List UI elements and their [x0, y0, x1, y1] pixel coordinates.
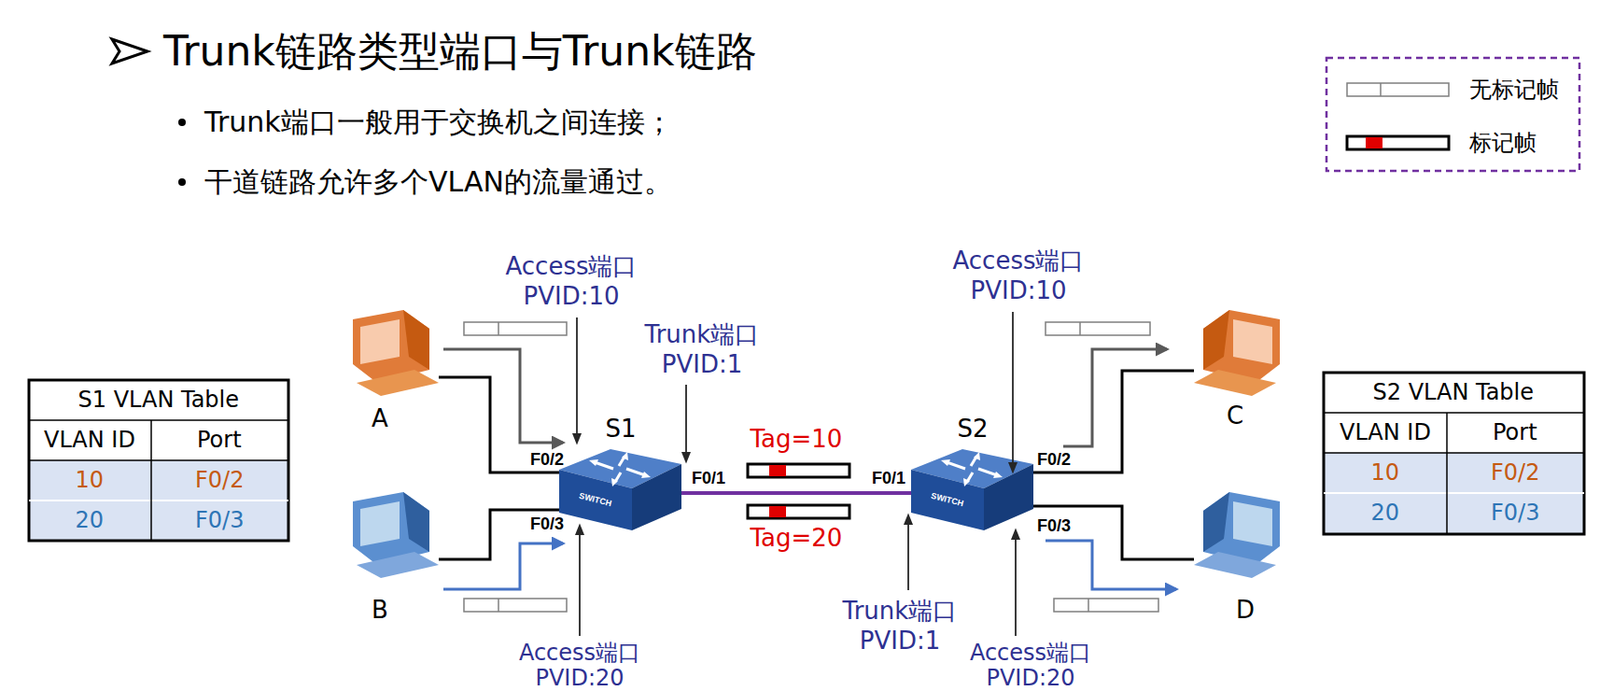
node-label: C	[1226, 401, 1244, 430]
leader-line	[576, 311, 1016, 636]
bullet-dot	[178, 118, 186, 127]
port-name: F0/1	[871, 468, 906, 489]
switch-node: S2	[911, 410, 1034, 533]
legend-text: 无标记帧	[1469, 74, 1559, 105]
table-cell: 20	[1371, 499, 1401, 526]
pc-node: B	[336, 490, 439, 626]
network-link	[1033, 505, 1194, 560]
table-cell: F0/2	[1490, 459, 1540, 486]
node-label: S2	[957, 414, 989, 443]
table-cell: 10	[1371, 459, 1401, 486]
pc-node: D	[1193, 490, 1297, 623]
tag-label: Tag=10	[750, 424, 843, 453]
switch-icon	[911, 449, 1034, 531]
pc-icon	[352, 309, 439, 396]
table-cell: 10	[75, 466, 105, 493]
port-callout: Access端口 PVID:10	[491, 251, 651, 311]
port-callout: Access端口 PVID:10	[939, 245, 1098, 306]
port-name: F0/1	[691, 468, 726, 489]
table-cell: Port	[196, 426, 242, 453]
pc-node: C	[1193, 308, 1297, 430]
port-name: F0/3	[1037, 516, 1071, 536]
legend-text: 标记帧	[1469, 127, 1537, 158]
table-cell: S2 VLAN Table	[1373, 378, 1535, 406]
legend-box	[1326, 57, 1580, 171]
table-cell: VLAN ID	[1339, 419, 1432, 446]
frame-sample	[463, 322, 1159, 612]
port-callout: Access端口 PVID:20	[951, 640, 1110, 691]
bullet-dot	[178, 178, 186, 186]
port-name: F0/2	[530, 449, 564, 470]
flow-arrow	[443, 349, 1177, 590]
pc-node: A	[336, 308, 439, 435]
port-name: F0/2	[1037, 449, 1071, 470]
table-cell: VLAN ID	[43, 426, 136, 453]
bullet-text: 干道链路允许多个VLAN的流量通过。	[204, 163, 673, 202]
pc-icon	[1193, 309, 1280, 396]
switch-node: S1	[559, 410, 682, 533]
table-cell: F0/3	[1490, 499, 1540, 526]
node-label: S1	[605, 414, 637, 443]
node-label: D	[1235, 595, 1255, 624]
table-cell: 20	[75, 506, 105, 534]
tag-label: Tag=20	[750, 523, 843, 552]
network-link	[681, 491, 912, 495]
table-cell: F0/2	[195, 466, 244, 493]
node-label: A	[371, 404, 389, 433]
table-cell: Port	[1492, 419, 1538, 446]
port-callout: Trunk端口 PVID:1	[820, 595, 980, 656]
network-link	[1033, 370, 1194, 473]
pc-icon	[1193, 491, 1280, 578]
vlan-table	[28, 372, 1585, 541]
pc-icon	[352, 491, 439, 578]
bullet-text: Trunk端口一般用于交换机之间连接；	[204, 103, 674, 142]
table-cell: F0/3	[195, 506, 244, 534]
title-arrow-bullet	[112, 39, 148, 64]
title: Trunk链路类型端口与Trunk链路	[163, 24, 758, 80]
node-label: B	[371, 595, 389, 624]
port-callout: Trunk端口 PVID:1	[622, 319, 782, 379]
port-name: F0/3	[530, 514, 564, 534]
port-callout: Access端口 PVID:20	[500, 640, 660, 691]
table-cell: S1 VLAN Table	[78, 386, 240, 413]
switch-icon	[559, 449, 682, 531]
